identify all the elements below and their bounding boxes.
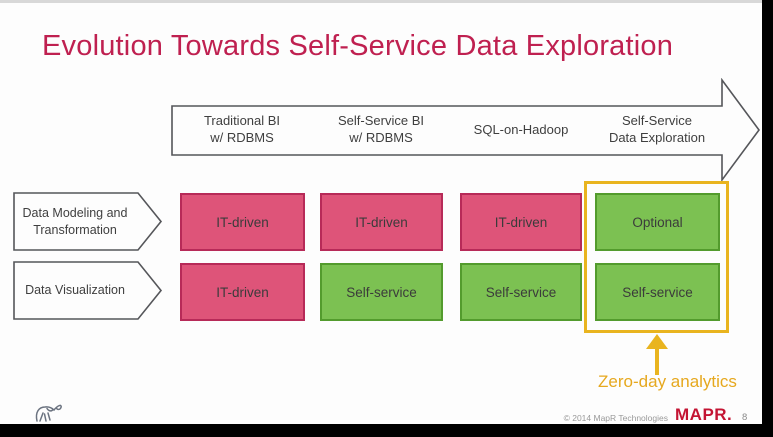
- row-arrow-data-visualization: [13, 261, 163, 320]
- page-number: 8: [742, 412, 748, 423]
- copyright-text: © 2014 MapR Technologies: [563, 413, 668, 423]
- grid-cell-modeling-traditional: IT-driven: [180, 193, 305, 251]
- zero-day-arrow-up-icon: [646, 334, 668, 349]
- banner-column-self-service-bi: Self-Service BI w/ RDBMS: [338, 113, 424, 145]
- timeline-arrow-outline: [171, 78, 760, 183]
- zero-day-highlight-box: [584, 181, 729, 333]
- grid-cell-modeling-exploration: Optional: [595, 193, 720, 251]
- grid-cell-visualization-exploration: Self-service: [595, 263, 720, 321]
- timeline-arrow-shape: [171, 78, 760, 183]
- elephant-sketch-icon: [35, 404, 62, 422]
- row-arrow-data-modeling: [13, 192, 163, 251]
- slide: Evolution Towards Self-Service Data Expl…: [0, 0, 762, 424]
- row-arrow-outline: [13, 261, 163, 320]
- grid-cell-visualization-selfservicebi: Self-service: [320, 263, 443, 321]
- banner-column-sql-on-hadoop: SQL-on-Hadoop: [473, 121, 569, 137]
- zero-day-arrow-stem: [655, 347, 659, 375]
- row-arrow-outline: [13, 192, 163, 251]
- banner-column-traditional-bi: Traditional BI w/ RDBMS: [203, 113, 281, 145]
- grid-cell-modeling-sqlhadoop: IT-driven: [460, 193, 582, 251]
- grid-cell-visualization-traditional: IT-driven: [180, 263, 305, 321]
- row-label-data-modeling: Data Modeling and Transformation: [22, 206, 128, 237]
- grid-cell-visualization-sqlhadoop: Self-service: [460, 263, 582, 321]
- slide-title: Evolution Towards Self-Service Data Expl…: [42, 30, 674, 62]
- banner-column-self-service-exploration: Self-Service Data Exploration: [608, 113, 706, 145]
- row-label-data-visualization: Data Visualization: [25, 283, 125, 298]
- grid-cell-modeling-selfservicebi: IT-driven: [320, 193, 443, 251]
- mapr-logo: MAPR.: [675, 405, 733, 424]
- zero-day-label: Zero-day analytics: [598, 372, 737, 391]
